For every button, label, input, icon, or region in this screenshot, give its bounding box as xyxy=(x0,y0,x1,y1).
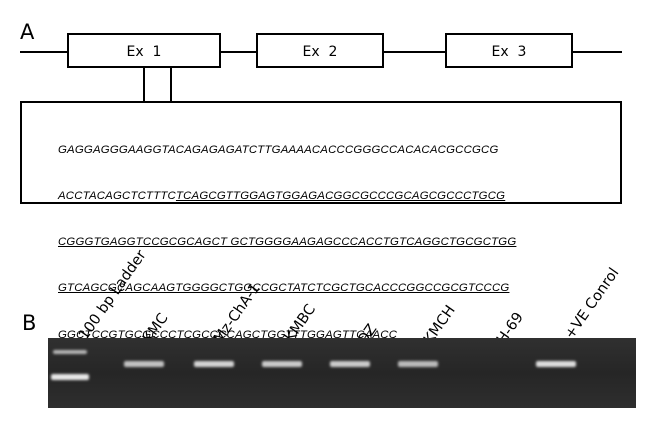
sequence-text: GAGGAGGGAAGGTACAGAGAGATCTTGAAAACACCCGGGC… xyxy=(58,112,516,374)
exon-1-label: Ex 1 xyxy=(127,44,162,60)
lane-label-positive-control: +VE Conrol xyxy=(562,265,623,343)
gel-band-oz xyxy=(330,361,370,367)
gel-background xyxy=(48,338,636,408)
sequence-line-5: GGCTCCGTGCGCCCTCGCCCCAGCTGGTTTGGAGTTCAAC… xyxy=(58,328,398,341)
exon-3-label: Ex 3 xyxy=(492,44,527,60)
sequence-box: GAGGAGGGAAGGTACAGAGAGATCTTGAAAACACCCGGGC… xyxy=(20,101,622,341)
gel-image xyxy=(48,338,636,408)
sequence-line-3: CGGGTGAGGTCCGCGCAGCT GCTGGGGAAGAGCCCACCT… xyxy=(58,236,517,249)
sequence-line-1: GAGGAGGGAAGGTACAGAGAGATCTTGAAAACACCCGGGC… xyxy=(58,143,499,156)
sequence-line-2-underlined: TCAGCGTTGGAGTGGAGACGGCGCCCGCAGCGCCCTGCG xyxy=(175,190,506,203)
exon-1-box xyxy=(67,33,221,68)
gel-band-positive-control xyxy=(536,361,576,367)
exon-3-box xyxy=(445,33,573,68)
sequence-line-2: ACCTACAGCTCTTTCTCAGCGTTGGAGTGGAGACGGCGCC… xyxy=(58,189,516,204)
panel-label-b: B xyxy=(22,311,37,335)
sequence-line-4: GTCAGCGCAGCAAGTGGGGCTGGCCGCTATCTCGCTGCAC… xyxy=(58,282,510,295)
gel-band-mz-cha-1 xyxy=(194,361,234,367)
sequence-line-2-plain: ACCTACAGCTCTTTC xyxy=(58,190,176,203)
gel-band-kmch xyxy=(398,361,438,367)
exon-2-label: Ex 2 xyxy=(303,44,338,60)
exon-2-box xyxy=(256,33,384,68)
gel-band-kmbc xyxy=(262,361,302,367)
gene-diagram: Ex 1 Ex 2 Ex 3 xyxy=(20,33,622,102)
panel-label-a: A xyxy=(20,20,35,44)
gel-band-ladder-lower xyxy=(51,374,89,380)
gel-band-kmc xyxy=(124,361,164,367)
gel-band-ladder-upper xyxy=(53,350,87,354)
